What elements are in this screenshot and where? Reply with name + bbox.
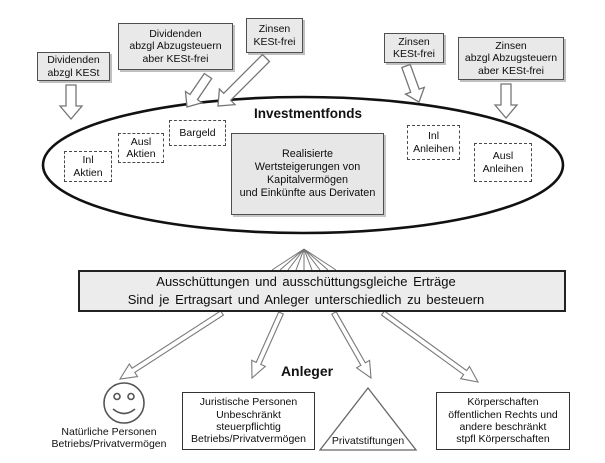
inflow-box-zinsen-kestfrei-1: Zinsen KESt-frei <box>246 18 303 53</box>
investor-box-juristic-persons: Juristische Personen Unbeschränkt steuer… <box>182 392 315 450</box>
asset-box-ausl-aktien: Ausl Aktien <box>118 133 164 163</box>
asset-box-bargeld: Bargeld <box>169 120 226 146</box>
fund-earnings-note: Realisierte Wertsteigerungen von Kapital… <box>231 133 384 215</box>
inflow-arrow-dividenden-abzugsteuern <box>184 72 213 108</box>
asset-box-inl-aktien: Inl Aktien <box>64 151 112 182</box>
investor-arrow-private-foundations <box>331 311 372 380</box>
investor-arrow-natural-persons <box>118 310 225 380</box>
investors-heading: Anleger <box>280 363 334 379</box>
distribution-fan-lines <box>271 248 337 271</box>
investor-box-corporations: Körperschaften öffentlichen Rechts und a… <box>436 392 570 450</box>
inflow-box-zinsen-abzugsteuern: Zinsen abzgl Abzugsteuern aber KESt-frei <box>458 37 564 80</box>
asset-box-inl-anleihen: Inl Anleihen <box>407 125 460 160</box>
investor-arrow-juristic-persons <box>251 311 285 380</box>
inflow-box-dividenden-abzugsteuern: Dividenden abzgl Abzugsteuern aber KESt-… <box>118 23 233 70</box>
fund-title: Investmentfonds <box>253 106 362 121</box>
inflow-arrow-zinsen-kestfrei-2 <box>400 63 426 103</box>
smiley-icon <box>103 382 145 424</box>
asset-box-ausl-anleihen: Ausl Anleihen <box>474 143 532 182</box>
inflow-arrow-zinsen-kestfrei-1 <box>217 53 271 107</box>
inflow-arrows <box>58 53 519 121</box>
distribution-banner: Ausschüttungen und ausschüttungsgleiche … <box>78 270 566 312</box>
inflow-box-zinsen-kestfrei-2: Zinsen KESt-frei <box>384 33 444 63</box>
investor-label-natural-persons: Natürliche Personen Betriebs/Privatvermö… <box>51 426 167 451</box>
investor-label-private-foundations: Privatstiftungen <box>331 435 405 447</box>
privatstiftungen-triangle <box>318 386 418 451</box>
inflow-arrow-dividenden-kest <box>58 84 84 121</box>
investor-arrows <box>118 310 480 383</box>
inflow-arrow-zinsen-abzugsteuern <box>493 83 519 120</box>
investor-arrow-corporations <box>380 310 480 383</box>
inflow-box-dividenden-kest: Dividenden abzgl KESt <box>37 52 110 81</box>
